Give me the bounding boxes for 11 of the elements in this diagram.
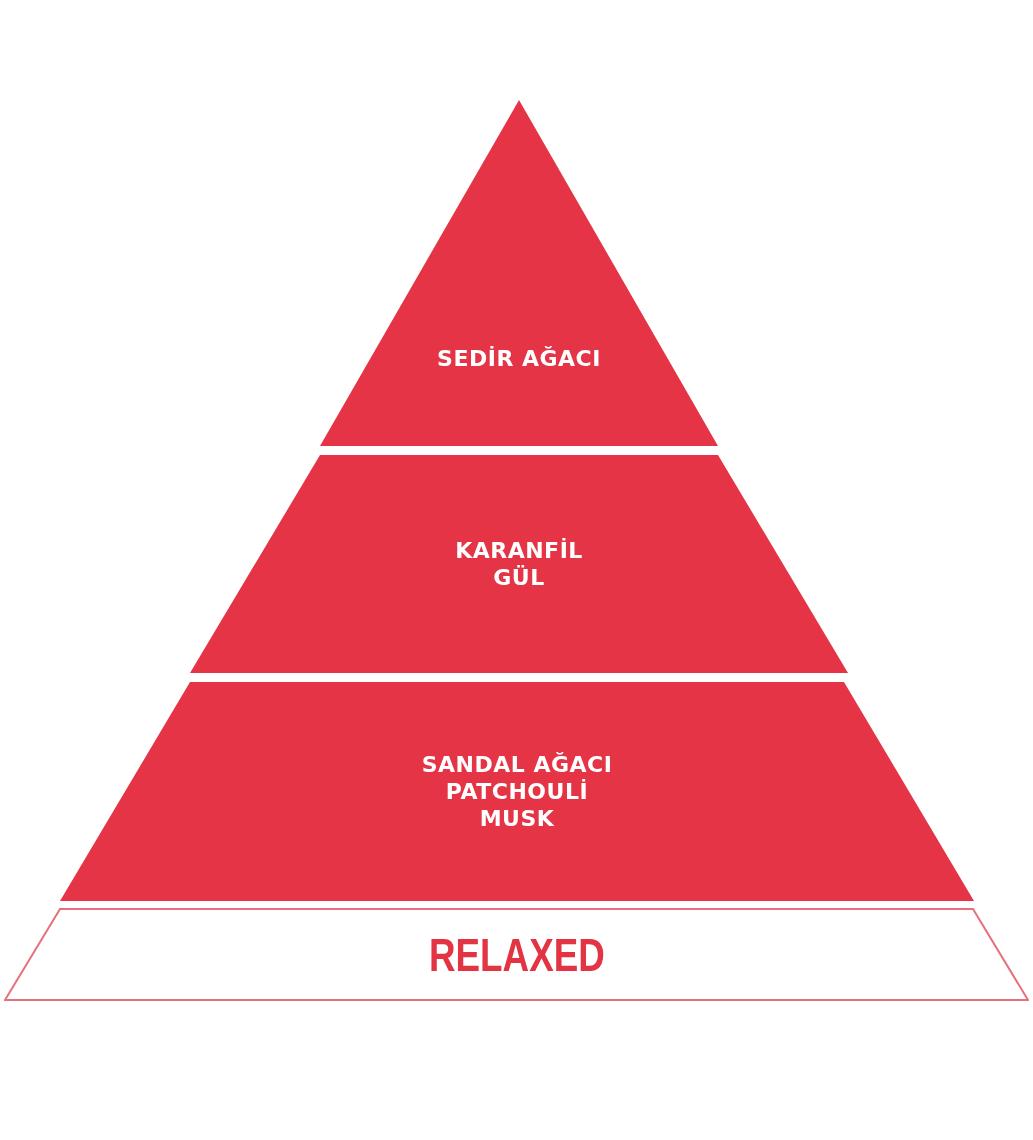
mood-label: RELAXED bbox=[428, 929, 605, 980]
note-name: MUSK bbox=[479, 805, 555, 832]
note-name: GÜL bbox=[493, 564, 545, 591]
note-name: PATCHOULİ bbox=[445, 778, 589, 805]
pyramid-tier bbox=[60, 682, 974, 901]
pyramid-base-band bbox=[4, 908, 1029, 1001]
note-name: SEDİR AĞACI bbox=[437, 344, 601, 372]
pyramid-tier bbox=[190, 455, 848, 673]
note-name: KARANFİL bbox=[455, 537, 583, 564]
note-name: SANDAL AĞACI bbox=[421, 751, 613, 778]
pyramid-tier bbox=[320, 100, 718, 446]
